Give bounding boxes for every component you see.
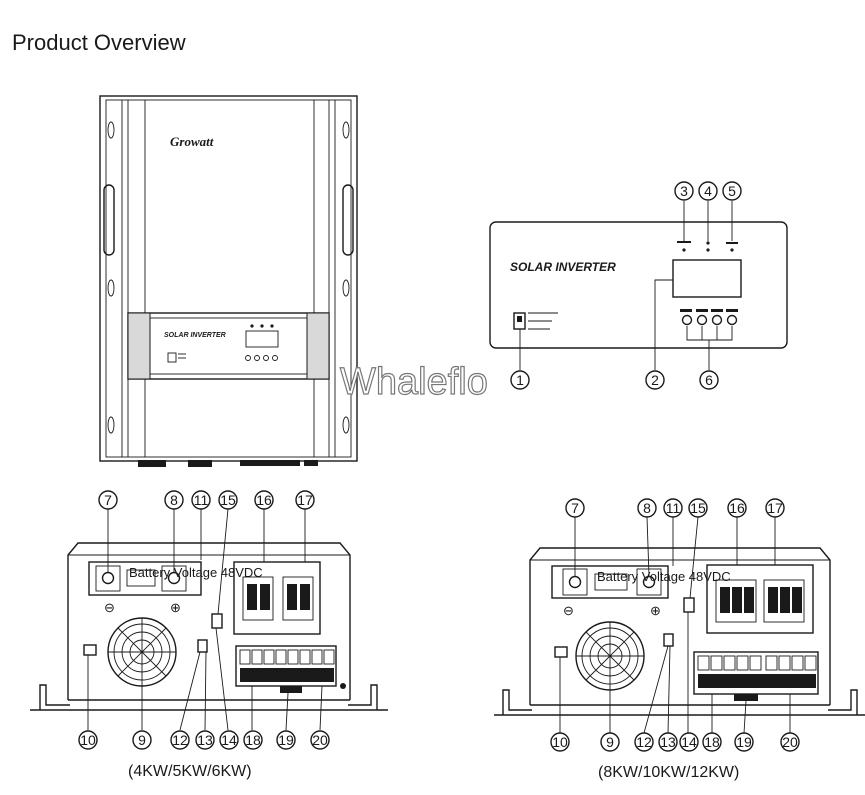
- minus-sign-large: ⊖: [563, 603, 574, 618]
- svg-text:7: 7: [104, 492, 112, 508]
- callout-5: 5: [722, 181, 742, 201]
- bottom-callouts-small: 7 8 11 15 16 17 10 9 12 13 14 18 19 20: [78, 490, 330, 750]
- callout-8-large: 8: [637, 498, 657, 518]
- svg-text:15: 15: [220, 492, 236, 508]
- svg-text:16: 16: [729, 500, 745, 516]
- svg-text:10: 10: [552, 734, 568, 750]
- svg-text:19: 19: [736, 734, 752, 750]
- svg-text:2: 2: [651, 372, 659, 388]
- svg-text:8: 8: [170, 492, 178, 508]
- callout-15-large: 15: [688, 498, 708, 518]
- callout-18-large: 18: [702, 732, 722, 752]
- svg-text:18: 18: [245, 732, 261, 748]
- svg-text:8: 8: [643, 500, 651, 516]
- svg-text:13: 13: [197, 732, 213, 748]
- callout-18: 18: [243, 730, 263, 750]
- callout-13: 13: [195, 730, 215, 750]
- callout-14: 14: [219, 730, 239, 750]
- svg-text:7: 7: [571, 500, 579, 516]
- callout-15: 15: [218, 490, 238, 510]
- battery-label-large: Battery Voltage 48VDC: [597, 569, 731, 584]
- watermark-text: Whaleflo: [340, 361, 488, 403]
- svg-text:20: 20: [312, 732, 328, 748]
- callout-19-large: 19: [734, 732, 754, 752]
- minus-sign: ⊖: [104, 600, 115, 615]
- callout-12: 12: [170, 730, 190, 750]
- svg-text:10: 10: [80, 732, 96, 748]
- svg-text:9: 9: [138, 732, 146, 748]
- callout-20: 20: [310, 730, 330, 750]
- callout-14-large: 14: [679, 732, 699, 752]
- svg-text:18: 18: [704, 734, 720, 750]
- svg-text:5: 5: [728, 183, 736, 199]
- svg-text:19: 19: [278, 732, 294, 748]
- inverter-front-view: Growatt SOLAR INVERTER: [99, 95, 358, 467]
- callout-11: 11: [191, 490, 211, 510]
- front-callouts: 3 4 5 1 2 6: [510, 181, 742, 390]
- svg-text:20: 20: [782, 734, 798, 750]
- svg-text:17: 17: [297, 492, 313, 508]
- caption-small-models: (4KW/5KW/6KW): [128, 763, 252, 780]
- callout-4: 4: [698, 181, 718, 201]
- svg-text:16: 16: [256, 492, 272, 508]
- svg-text:17: 17: [767, 500, 783, 516]
- panel-label-small: SOLAR INVERTER: [164, 332, 226, 339]
- callout-7: 7: [98, 490, 118, 510]
- svg-text:1: 1: [516, 372, 524, 388]
- svg-text:13: 13: [660, 734, 676, 750]
- plus-sign: ⊕: [170, 600, 181, 615]
- callout-11-large: 11: [663, 498, 683, 518]
- callout-12-large: 12: [634, 732, 654, 752]
- bottom-view-small: ⊖ ⊕: [30, 542, 388, 711]
- front-panel-closeup: SOLAR INVERTER: [489, 221, 788, 349]
- brand-logo: Growatt: [170, 134, 214, 149]
- callout-9: 9: [132, 730, 152, 750]
- callout-19: 19: [276, 730, 296, 750]
- svg-text:15: 15: [690, 500, 706, 516]
- svg-text:6: 6: [705, 372, 713, 388]
- callout-10: 10: [78, 730, 98, 750]
- callout-7-large: 7: [565, 498, 585, 518]
- callout-17: 17: [295, 490, 315, 510]
- battery-label-small: Battery Voltage 48VDC: [129, 565, 263, 580]
- callout-6: 6: [699, 370, 719, 390]
- callout-2: 2: [645, 370, 665, 390]
- svg-text:14: 14: [221, 732, 237, 748]
- lcd-display: [672, 259, 742, 298]
- caption-large-models: (8KW/10KW/12KW): [598, 764, 739, 781]
- svg-text:14: 14: [681, 734, 697, 750]
- plus-sign-large: ⊕: [650, 603, 661, 618]
- svg-text:12: 12: [172, 732, 188, 748]
- svg-text:3: 3: [680, 183, 688, 199]
- svg-text:11: 11: [194, 492, 209, 508]
- svg-text:11: 11: [666, 500, 681, 516]
- callout-16: 16: [254, 490, 274, 510]
- svg-text:12: 12: [636, 734, 652, 750]
- callout-9-large: 9: [600, 732, 620, 752]
- bottom-callouts-large: 7 8 11 15 16 17 10 9 12 13 14 18 19 20: [550, 498, 800, 752]
- callout-1: 1: [510, 370, 530, 390]
- callout-13-large: 13: [658, 732, 678, 752]
- svg-text:4: 4: [704, 183, 712, 199]
- callout-10-large: 10: [550, 732, 570, 752]
- svg-text:9: 9: [606, 734, 614, 750]
- callout-20-large: 20: [780, 732, 800, 752]
- callout-17-large: 17: [765, 498, 785, 518]
- callout-8: 8: [164, 490, 184, 510]
- panel-label: SOLAR INVERTER: [510, 260, 616, 274]
- page-title: Product Overview: [12, 30, 186, 55]
- callout-3: 3: [674, 181, 694, 201]
- callout-16-large: 16: [727, 498, 747, 518]
